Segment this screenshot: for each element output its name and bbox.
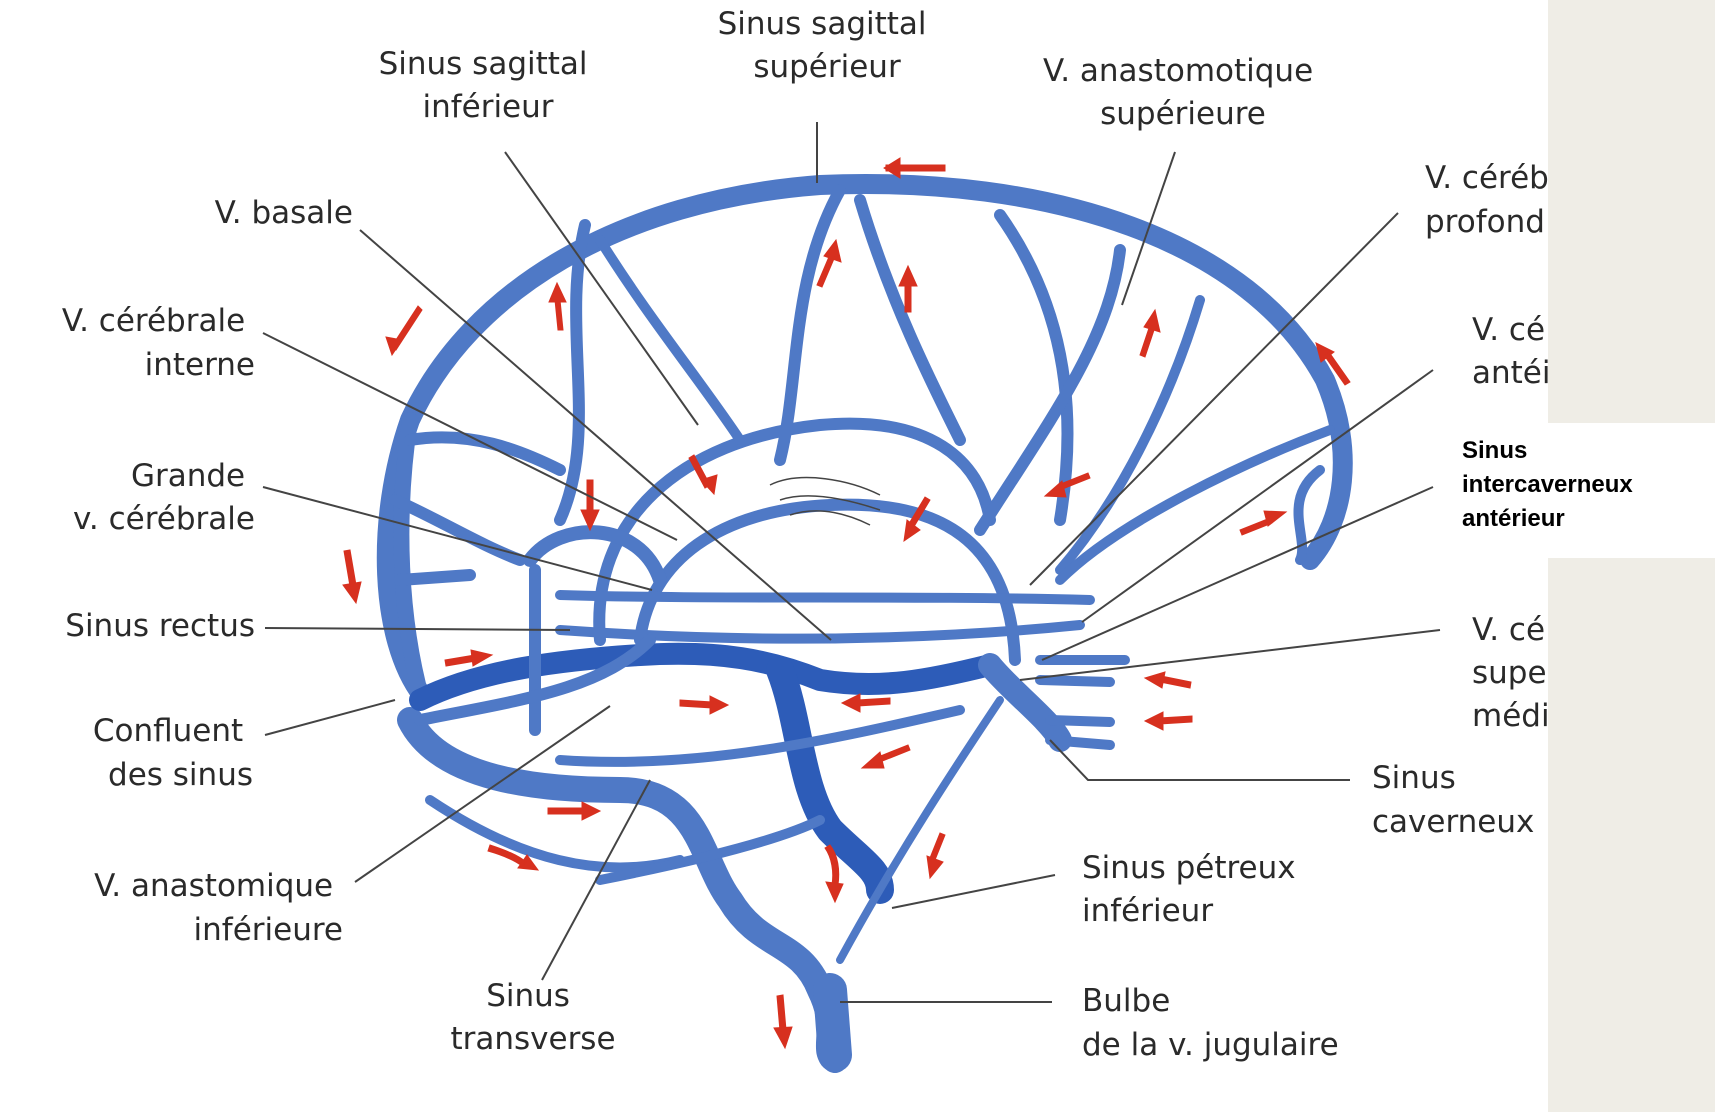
callout-label: Sinus intercaverneux antérieur	[1462, 434, 1712, 536]
flow-arrow	[1145, 712, 1192, 730]
flow-arrow	[549, 283, 566, 330]
posterior-vein-1	[410, 437, 560, 470]
label-bulbe-jugulaire: Bulbe de la v. jugulaire	[1082, 983, 1339, 1063]
flow-arrow	[1140, 310, 1160, 357]
callout-line: antérieur	[1462, 502, 1712, 536]
cortical-vein-4	[860, 200, 960, 440]
callout-line: Sinus	[1462, 434, 1712, 468]
sinus-rectus-vessel	[420, 654, 990, 700]
label-sinus-petreux-inferieur: Sinus pétreux inférieur	[1082, 850, 1305, 929]
posterior-sinus-descent	[401, 420, 422, 700]
label-v-basale: V. basale	[215, 195, 353, 231]
v-cerebrale-interne-vessel	[560, 595, 1090, 600]
flow-arrow	[842, 694, 890, 712]
flow-arrow	[1240, 511, 1286, 535]
label-v-cerebrale-anterieure: V. cé antéi	[1472, 312, 1548, 391]
label-sinus-caverneux: Sinus caverneux	[1372, 760, 1534, 840]
caverneux-branch-4	[1050, 740, 1110, 745]
label-sinus-transverse: Sinus transverse	[450, 978, 615, 1057]
v-anastomotique-superieure-vessel	[980, 250, 1120, 530]
caverneux-branch-3	[1050, 720, 1110, 722]
leader-line	[892, 875, 1055, 908]
flow-arrow	[927, 833, 945, 878]
leader-line	[265, 700, 395, 735]
label-sinus-sagittal-inferieur: Sinus sagittal inférieur	[379, 46, 598, 125]
label-v-cerebrale-sup-media: V. cé supe médi	[1472, 612, 1548, 734]
callout-line: intercaverneux	[1462, 468, 1712, 502]
flow-arrow	[343, 550, 361, 603]
flow-arrow	[548, 802, 600, 820]
sinus-transverse-vessel	[410, 720, 835, 1060]
label-sinus-sagittal-superieur: Sinus sagittal supérieur	[718, 6, 937, 85]
label-confluent-des-sinus: Confluent des sinus	[93, 713, 253, 793]
caverneux-branch-2	[1040, 680, 1110, 682]
leader-line	[263, 333, 677, 540]
label-v-cerebrale-profonde: V. céréb profond	[1425, 160, 1548, 240]
label-grande-v-cerebrale: Grande v. cérébrale	[73, 458, 255, 537]
flow-arrow	[386, 306, 422, 355]
anterior-vein-1	[1060, 430, 1330, 580]
flow-arrow	[1145, 672, 1191, 688]
venous-system-drawing: Sinus sagittal supérieur Sinus sagittal …	[0, 0, 1548, 1112]
label-v-anastomique-inferieure: V. anastomique inférieure	[94, 868, 343, 948]
posterior-vein-3	[400, 575, 470, 580]
flow-arrow	[862, 745, 910, 768]
label-sinus-rectus: Sinus rectus	[65, 608, 255, 644]
leader-line	[265, 628, 570, 630]
flow-arrow	[445, 650, 492, 666]
leader-line	[1082, 370, 1433, 622]
flow-arrow	[774, 995, 792, 1048]
label-v-cerebrale-interne: V. cérébrale interne	[62, 303, 255, 383]
cortical-vein-2	[600, 240, 740, 440]
bulbe-jugulaire-vessel	[830, 990, 835, 1055]
grande-v-cerebrale-vessel	[530, 532, 660, 580]
sinus-petreux-inferieur-vessel	[840, 700, 1000, 960]
flow-arrow	[680, 696, 728, 714]
flow-arrow	[581, 480, 599, 530]
label-v-anastomotique-superieure: V. anastomotique supérieure	[1043, 53, 1323, 132]
